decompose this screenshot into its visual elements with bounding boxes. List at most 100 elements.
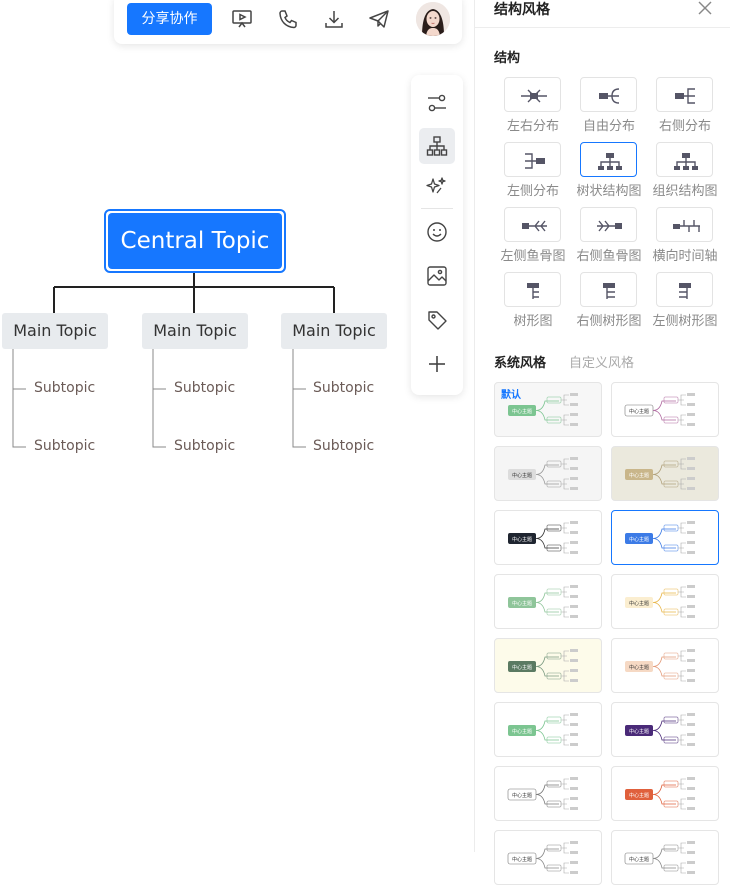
structure-option[interactable]: 树状结构图: [576, 142, 652, 204]
style-theme-card[interactable]: 中心主题: [494, 446, 602, 501]
style-theme-card[interactable]: 中心主题: [494, 638, 602, 693]
structure-option[interactable]: 右侧鱼骨图: [576, 207, 652, 269]
theme-preview-icon: 中心主题: [508, 393, 578, 426]
structure-thumbnail: [656, 207, 713, 242]
subtopic[interactable]: Subtopic: [174, 380, 236, 396]
style-theme-card[interactable]: 中心主题: [494, 702, 602, 757]
main-topic[interactable]: Main Topic: [281, 313, 387, 349]
style-theme-card[interactable]: 中心主题: [611, 446, 719, 501]
theme-preview-icon: 中心主题: [508, 521, 578, 554]
panel-title: 结构风格: [494, 2, 550, 18]
subtopic[interactable]: Subtopic: [174, 438, 236, 454]
structure-thumbnail: [580, 207, 637, 242]
structure-option-label: 树形图: [513, 314, 553, 329]
central-topic-label: Central Topic: [108, 213, 282, 269]
connector-lines: [12, 273, 335, 448]
style-theme-card[interactable]: 中心主题: [611, 830, 719, 885]
default-style-tag: 默认: [501, 390, 521, 401]
tag-button[interactable]: [419, 302, 455, 338]
structure-option[interactable]: 左侧分布: [500, 142, 576, 204]
structure-option[interactable]: 右侧树形图: [576, 272, 652, 334]
svg-text:中心主题: 中心主题: [512, 728, 532, 735]
structure-diagram-icon: [522, 220, 547, 232]
download-icon[interactable]: [323, 8, 345, 30]
structure-option-label: 横向时间轴: [652, 249, 718, 264]
style-theme-card[interactable]: 中心主题: [611, 766, 719, 821]
style-theme-card[interactable]: 中心主题: [611, 510, 719, 565]
close-icon[interactable]: [697, 0, 713, 16]
structure-option[interactable]: 右侧分布: [652, 77, 728, 139]
share-collaborate-button[interactable]: 分享协作: [127, 3, 212, 35]
structure-thumbnail: [656, 77, 713, 112]
style-theme-card[interactable]: 中心主题: [611, 574, 719, 629]
subtopic[interactable]: Subtopic: [313, 380, 375, 396]
theme-preview-icon: 中心主题: [624, 841, 695, 874]
structure-option[interactable]: 左侧鱼骨图: [500, 207, 576, 269]
svg-text:中心主题: 中心主题: [629, 472, 649, 479]
structure-diagram-icon: [603, 283, 615, 299]
structure-option-label: 自由分布: [582, 119, 635, 134]
structure-option[interactable]: 树形图: [500, 272, 576, 334]
svg-text:中心主题: 中心主题: [512, 600, 532, 607]
add-icon: [429, 356, 445, 372]
structure-option[interactable]: 左右分布: [500, 77, 576, 139]
structure-diagram-icon: [525, 153, 545, 169]
tab-custom-style[interactable]: 自定义风格: [569, 356, 635, 371]
structure-option-label: 左侧树形图: [652, 314, 718, 329]
avatar[interactable]: [416, 2, 450, 36]
structure-thumbnail: [656, 272, 713, 307]
style-theme-card[interactable]: 中心主题: [611, 638, 719, 693]
add-button[interactable]: [419, 346, 455, 382]
svg-text:中心主题: 中心主题: [512, 472, 532, 479]
main-topic[interactable]: Main Topic: [2, 313, 108, 349]
presentation-icon[interactable]: [231, 8, 253, 30]
theme-preview-icon: 中心主题: [625, 777, 695, 810]
svg-text:中心主题: 中心主题: [629, 600, 649, 607]
subtopic[interactable]: Subtopic: [313, 438, 375, 454]
structure-option[interactable]: 组织结构图: [652, 142, 728, 204]
structure-diagram-icon: [597, 220, 622, 232]
central-topic[interactable]: Central Topic: [104, 209, 286, 273]
structure-section-title: 结构: [494, 51, 521, 66]
mindmap-canvas[interactable]: Central Topic Main Topic Main Topic Main…: [0, 0, 474, 852]
panel-header: 结构风格: [475, 0, 730, 28]
style-theme-card[interactable]: 中心主题: [611, 702, 719, 757]
image-button[interactable]: [419, 258, 455, 294]
theme-preview-icon: 中心主题: [507, 777, 578, 810]
structure-button[interactable]: [419, 128, 455, 164]
structure-option[interactable]: 左侧树形图: [652, 272, 728, 334]
structure-option-label: 右侧树形图: [576, 314, 642, 329]
svg-text:中心主题: 中心主题: [512, 536, 532, 543]
structure-diagram-icon: [598, 153, 622, 170]
style-theme-card[interactable]: 中心主题: [611, 382, 719, 437]
style-theme-card[interactable]: 中心主题: [494, 766, 602, 821]
theme-preview-icon: 中心主题: [507, 841, 578, 874]
phone-icon[interactable]: [277, 8, 299, 30]
tag-icon: [428, 311, 447, 330]
style-adjust-button[interactable]: [419, 85, 455, 121]
subtopic[interactable]: Subtopic: [34, 438, 96, 454]
main-topic[interactable]: Main Topic: [142, 313, 248, 349]
style-theme-card[interactable]: 中心主题: [494, 574, 602, 629]
structure-thumbnail: [504, 207, 561, 242]
magic-button[interactable]: [419, 168, 455, 204]
svg-text:中心主题: 中心主题: [512, 408, 532, 415]
structure-diagram-icon: [675, 88, 695, 104]
style-theme-card[interactable]: 中心主题: [494, 510, 602, 565]
theme-preview-icon: 中心主题: [508, 457, 578, 490]
theme-preview-icon: 中心主题: [625, 521, 695, 554]
structure-option[interactable]: 自由分布: [576, 77, 652, 139]
structure-thumbnail: [504, 272, 561, 307]
subtopic[interactable]: Subtopic: [34, 380, 96, 396]
theme-preview-icon: 中心主题: [508, 713, 578, 746]
emoji-button[interactable]: [419, 214, 455, 250]
structure-option[interactable]: 横向时间轴: [652, 207, 728, 269]
style-theme-card[interactable]: 中心主题 默认: [494, 382, 602, 437]
send-icon[interactable]: [368, 8, 390, 30]
magic-icon: [426, 177, 446, 194]
theme-preview-icon: 中心主题: [508, 649, 578, 682]
tab-system-style[interactable]: 系统风格: [494, 356, 547, 371]
style-theme-card[interactable]: 中心主题: [494, 830, 602, 885]
svg-text:中心主题: 中心主题: [512, 664, 532, 671]
theme-preview-icon: 中心主题: [625, 713, 695, 746]
